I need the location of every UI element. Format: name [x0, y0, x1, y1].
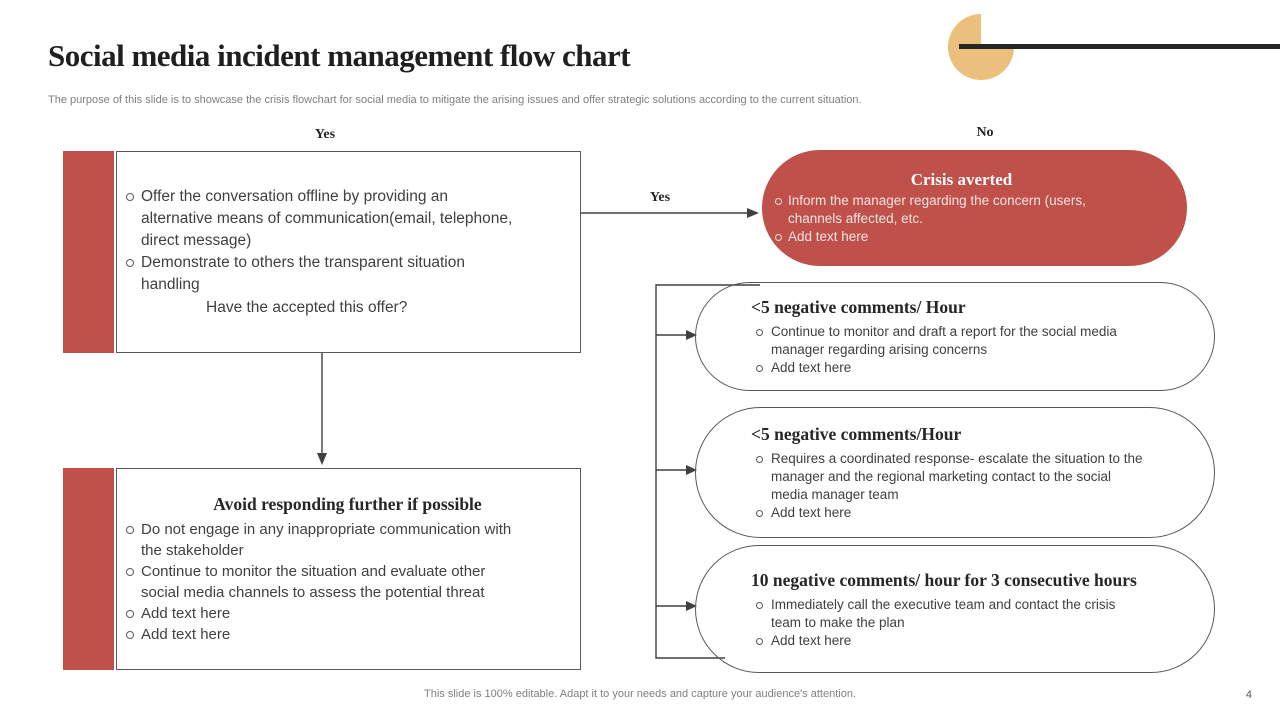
page-number: 4	[1245, 689, 1252, 701]
level3-box: 10 negative comments/ hour for 3 consecu…	[695, 545, 1215, 673]
bullet-item: Immediately call the executive team and …	[751, 596, 1143, 632]
level3-box-bullets: Immediately call the executive team and …	[751, 596, 1174, 650]
crisis-averted-title: Crisis averted	[910, 170, 1013, 189]
crisis-averted-box: Crisis averted Inform the manager regard…	[762, 150, 1187, 266]
avoid-box-title: Avoid responding further if possible	[213, 493, 482, 514]
level2-box-title: <5 negative comments/Hour	[751, 424, 962, 444]
level1-box-bullets: Continue to monitor and draft a report f…	[751, 323, 1174, 377]
level2-box: <5 negative comments/Hour Requires a coo…	[695, 407, 1215, 538]
avoid-box: Avoid responding further if possible Do …	[116, 468, 581, 670]
label-yes-top: Yes	[314, 127, 336, 142]
footer-note: This slide is 100% editable. Adapt it to…	[424, 688, 856, 700]
bullet-item: Continue to monitor the situation and ev…	[121, 561, 521, 603]
bullet-item: Add text here	[770, 228, 1135, 246]
down-arrow-connector	[317, 353, 327, 465]
bullet-item: Continue to monitor and draft a report f…	[751, 323, 1143, 359]
offer-box-accent-bar	[63, 151, 114, 353]
bullet-item: Inform the manager regarding the concern…	[770, 192, 1135, 228]
label-no: No	[976, 125, 994, 140]
avoid-box-accent-bar	[63, 468, 114, 670]
bullet-item: Demonstrate to others the transparent si…	[121, 252, 519, 296]
bullet-item: Add text here	[751, 504, 1143, 522]
bullet-item: Add text here	[751, 359, 1143, 377]
page-subtitle: The purpose of this slide is to showcase…	[48, 94, 862, 106]
level2-box-bullets: Requires a coordinated response- escalat…	[751, 450, 1174, 522]
page-title: Social media incident management flow ch…	[48, 38, 631, 73]
decorative-rule	[959, 44, 1280, 49]
label-yes-branch: Yes	[649, 190, 671, 205]
level3-box-title: 10 negative comments/ hour for 3 consecu…	[751, 569, 1137, 590]
level1-box: <5 negative comments/ Hour Continue to m…	[695, 282, 1215, 391]
level1-box-title: <5 negative comments/ Hour	[751, 297, 966, 317]
crisis-averted-bullets: Inform the manager regarding the concern…	[770, 192, 1153, 246]
bullet-item: Offer the conversation offline by provid…	[121, 186, 519, 252]
avoid-box-bullets: Do not engage in any inappropriate commu…	[121, 519, 574, 645]
bullet-item: Do not engage in any inappropriate commu…	[121, 519, 521, 561]
bullet-item: Add text here	[121, 624, 521, 645]
offer-box: Offer the conversation offline by provid…	[116, 151, 581, 353]
bullet-item: Add text here	[121, 603, 521, 624]
yes-arrow-connector	[581, 208, 759, 218]
offer-box-bullets: Offer the conversation offline by provid…	[121, 186, 574, 296]
bullet-item: Requires a coordinated response- escalat…	[751, 450, 1143, 504]
bullet-item: Add text here	[751, 632, 1143, 650]
offer-box-question: Have the accepted this offer?	[206, 298, 408, 316]
